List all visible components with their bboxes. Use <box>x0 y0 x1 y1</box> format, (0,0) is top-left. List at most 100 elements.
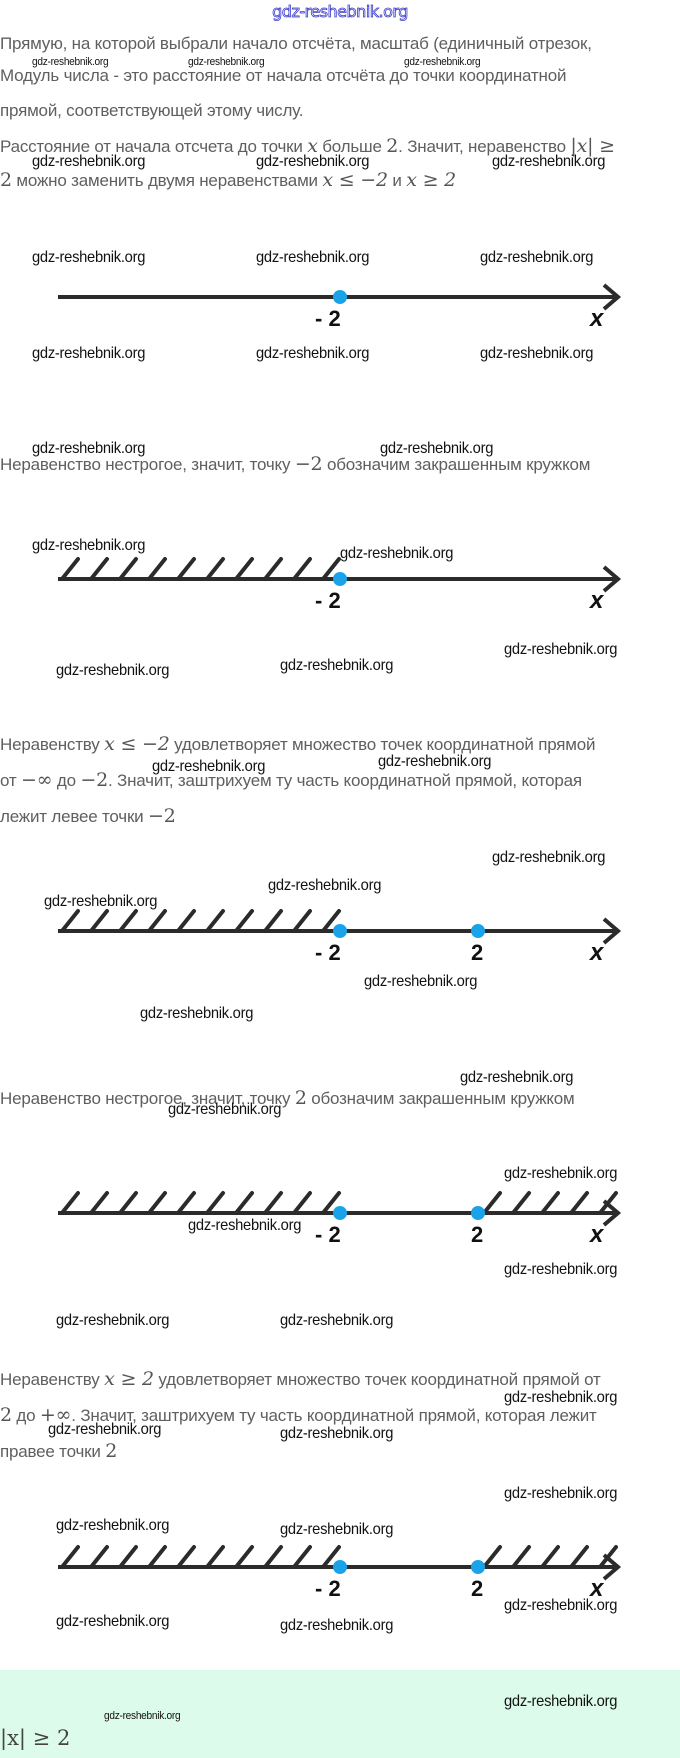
number-line-3: - 2 2 x <box>58 909 622 964</box>
watermark: gdz-reshebnik.org <box>56 1613 170 1630</box>
hatch-mark <box>234 909 254 933</box>
hatch-mark <box>89 909 109 933</box>
watermark: gdz-reshebnik.org <box>104 1710 181 1722</box>
watermark: gdz-reshebnik.org <box>32 249 146 266</box>
hatch-mark <box>176 909 196 933</box>
watermark: gdz-reshebnik.org <box>280 657 394 674</box>
hatch-mark <box>321 1191 341 1215</box>
text: и <box>387 171 407 190</box>
hatch-mark <box>234 1545 254 1569</box>
math-num: −2 <box>80 769 108 791</box>
hatch-mark <box>205 909 225 933</box>
point-2 <box>471 1560 485 1574</box>
point-2 <box>471 924 485 938</box>
watermark: gdz-reshebnik.org <box>32 345 146 362</box>
hatch-mark <box>205 557 225 581</box>
text: удовлетворяет множество точек координатн… <box>153 1370 601 1389</box>
watermark: gdz-reshebnik.org <box>188 1217 302 1234</box>
math-ineq: x ≤ −2 <box>322 169 388 191</box>
hatch-mark <box>118 1191 138 1215</box>
watermark: gdz-reshebnik.org <box>404 56 481 68</box>
hatch-mark <box>511 1191 531 1215</box>
math-num: −2 <box>148 805 176 827</box>
paragraph-closed-point-2: Неравенство нестрогое, значит, точку 2 о… <box>0 1080 680 1117</box>
math-abs: |x| ≥ <box>570 135 615 157</box>
hatch-mark <box>321 1545 341 1569</box>
hatch-mark <box>292 1191 312 1215</box>
watermark: gdz-reshebnik.org <box>504 1389 618 1406</box>
answer-box: |x| ≥ 2 <box>0 1670 680 1758</box>
point-minus-2 <box>333 1206 347 1220</box>
text: Неравенству <box>0 735 105 754</box>
label-minus-2: - 2 <box>315 1222 341 1246</box>
watermark: gdz-reshebnik.org <box>56 1517 170 1534</box>
hatch-mark <box>263 909 283 933</box>
paragraph-distance-line2: 2 можно заменить двумя неравенствами x ≤… <box>0 162 680 199</box>
watermark: gdz-reshebnik.org <box>504 641 618 658</box>
math-num: 2 <box>0 1404 12 1426</box>
watermark: gdz-reshebnik.org <box>268 877 382 894</box>
watermark: gdz-reshebnik.org <box>56 1312 170 1329</box>
text: Неравенство нестрогое, значит, точку <box>0 455 295 474</box>
watermark: gdz-reshebnik.org <box>256 345 370 362</box>
label-2: 2 <box>471 1222 483 1246</box>
math-num: −2 <box>294 453 323 475</box>
hatch-mark <box>482 1545 502 1569</box>
watermark: gdz-reshebnik.org <box>256 153 370 170</box>
text: . Значит, неравенство <box>398 137 571 156</box>
point-minus-2 <box>333 1560 347 1574</box>
point-minus-2 <box>333 924 347 938</box>
text: . Значит, заштрихуем ту часть координатн… <box>108 771 582 790</box>
watermark: gdz-reshebnik.org <box>340 545 454 562</box>
hatch-mark <box>321 557 341 581</box>
watermark: gdz-reshebnik.org <box>480 249 594 266</box>
hatch-mark <box>60 1545 80 1569</box>
hatch-right <box>482 1191 618 1215</box>
watermark: gdz-reshebnik.org <box>32 153 146 170</box>
math-ineq: x ≤ −2 <box>104 733 170 755</box>
number-line-1: - 2 x <box>58 283 622 330</box>
watermark: gdz-reshebnik.org <box>280 1425 394 1442</box>
point-2 <box>471 1206 485 1220</box>
hatch-mark <box>205 1545 225 1569</box>
text: Неравенству <box>0 1370 105 1389</box>
hatch-mark <box>263 1545 283 1569</box>
label-2: 2 <box>471 1576 483 1600</box>
watermark: gdz-reshebnik.org <box>380 440 494 457</box>
text: удовлетворяет множество точек координатн… <box>169 735 596 754</box>
label-2: 2 <box>471 940 483 964</box>
math-num: 2 <box>294 1087 307 1109</box>
axis-arrow-icon <box>602 1199 622 1227</box>
hatch-mark <box>205 1191 225 1215</box>
hatch-left <box>60 909 341 933</box>
answer-text: |x| ≥ 2 <box>0 1726 71 1750</box>
number-line-4: - 2 2 x <box>58 1191 622 1246</box>
hatch-left <box>60 557 341 581</box>
watermark: gdz-reshebnik.org <box>44 893 158 910</box>
hatch-mark <box>263 1191 283 1215</box>
watermark: gdz-reshebnik.org <box>504 1485 618 1502</box>
hatch-left <box>60 1191 341 1215</box>
math-ineq: x ≥ 2 <box>104 1368 154 1390</box>
hatch-mark <box>147 1191 167 1215</box>
hatch-mark <box>60 1191 80 1215</box>
hatch-mark <box>234 1191 254 1215</box>
axis-label-x: x <box>588 1575 605 1600</box>
text: до <box>11 1406 40 1425</box>
watermark: gdz-reshebnik.org <box>280 1312 394 1329</box>
hatch-mark <box>118 909 138 933</box>
hatch-mark <box>89 1545 109 1569</box>
point-minus-2 <box>333 290 347 304</box>
math-inf: +∞ <box>39 1404 72 1426</box>
paragraph-closed-point-minus2: Неравенство нестрогое, значит, точку −2 … <box>0 446 680 483</box>
hatch-mark <box>89 557 109 581</box>
label-minus-2: - 2 <box>315 306 341 330</box>
hatch-mark <box>60 557 80 581</box>
hatch-mark <box>321 909 341 933</box>
watermark: gdz-reshebnik.org <box>378 753 492 770</box>
header-watermark: gdz-reshebnik.org <box>272 2 409 22</box>
hatch-mark <box>176 1545 196 1569</box>
watermark: gdz-reshebnik.org <box>504 1165 618 1182</box>
paragraph-right-ray-line1: Неравенству x ≥ 2 удовлетворяет множеств… <box>0 1364 680 1395</box>
hatch-mark <box>540 1191 560 1215</box>
